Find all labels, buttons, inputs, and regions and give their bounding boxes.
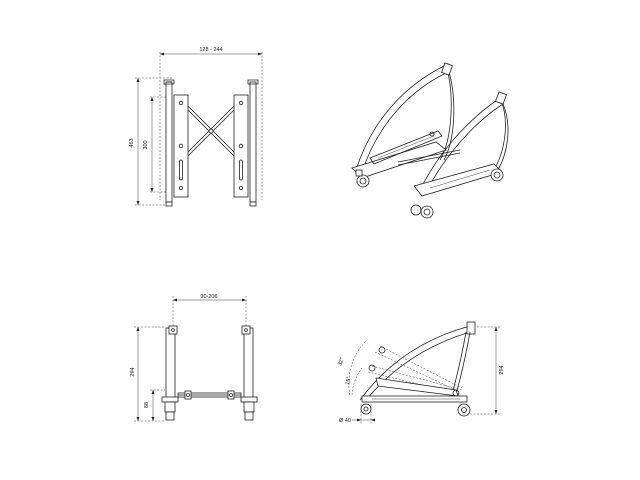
isometric-view: [351, 62, 509, 219]
profile-height-dimension: 294: [499, 365, 505, 374]
front-view: 128 - 244 463 300: [129, 47, 263, 207]
profile-view: 294 32° 15°: [337, 321, 505, 424]
profile-angle-a: 32°: [337, 357, 345, 367]
side-width-dimension: 90-206: [200, 294, 217, 300]
front-total-height-dimension: 463: [129, 138, 135, 147]
front-inner-height-dimension: 300: [143, 140, 149, 149]
profile-angle-b: 15°: [345, 376, 352, 385]
side-view: 90-206 294 88: [130, 294, 258, 422]
side-low-height-dimension: 88: [144, 402, 150, 408]
front-width-dimension: 128 - 244: [199, 47, 222, 53]
profile-wheel-dimension: Ø 40: [339, 418, 351, 424]
side-total-height-dimension: 294: [130, 367, 136, 376]
